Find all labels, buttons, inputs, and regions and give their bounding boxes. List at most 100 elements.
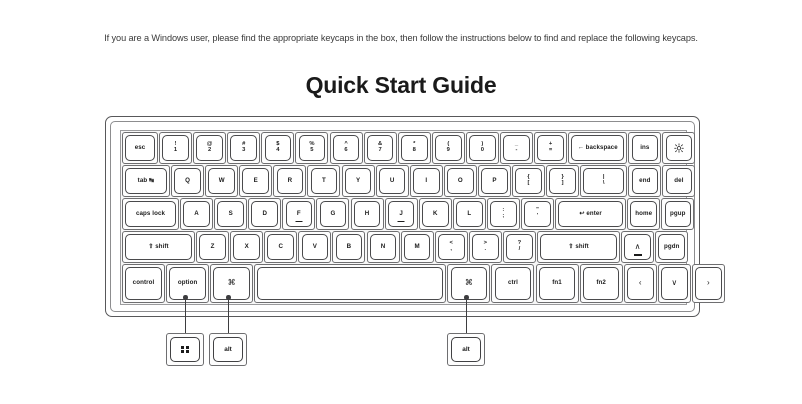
key-control[interactable]: control: [122, 264, 165, 303]
key-3[interactable]: # 3: [227, 132, 261, 164]
key-legend: ↩ enter: [579, 209, 602, 217]
key-shift-right[interactable]: ⇧ shift: [537, 231, 621, 263]
key-cap: [276, 168, 304, 194]
key-legend: J: [399, 209, 403, 217]
key-v[interactable]: V: [298, 231, 332, 263]
key-l[interactable]: L: [452, 198, 486, 230]
key-ins[interactable]: ins: [628, 132, 662, 164]
key-u[interactable]: U: [375, 165, 409, 197]
key-f[interactable]: F: [282, 198, 316, 230]
key-z[interactable]: Z: [196, 231, 230, 263]
key-end[interactable]: end: [628, 165, 662, 197]
key-legend: R: [287, 176, 293, 184]
key-legend: " ': [536, 207, 539, 219]
key-q[interactable]: Q: [171, 165, 205, 197]
key-0[interactable]: ) 0: [465, 132, 499, 164]
key-x[interactable]: X: [230, 231, 264, 263]
windows-keycap[interactable]: [166, 333, 204, 366]
key-cap: [125, 135, 155, 161]
key-backslash[interactable]: | \: [580, 165, 628, 197]
key-caps-lock[interactable]: caps lock: [122, 198, 179, 230]
key-command-left[interactable]: ⌘: [210, 264, 254, 303]
key-tab[interactable]: tab ↹: [122, 165, 170, 197]
key-del[interactable]: del: [662, 165, 696, 197]
key-equal[interactable]: + =: [534, 132, 568, 164]
key-legend: } ]: [561, 174, 564, 186]
key-enter[interactable]: ↩ enter: [555, 198, 627, 230]
key-legend: ( 9: [446, 141, 450, 153]
key-quote[interactable]: " ': [521, 198, 555, 230]
key-ctrl[interactable]: ctrl: [491, 264, 535, 303]
key-k[interactable]: K: [418, 198, 452, 230]
key-n[interactable]: N: [366, 231, 400, 263]
key-d[interactable]: D: [248, 198, 282, 230]
alt-keycap-left[interactable]: alt: [209, 333, 247, 366]
key-s[interactable]: S: [214, 198, 248, 230]
key-shift-left[interactable]: ⇧ shift: [122, 231, 195, 263]
key-cap: [537, 135, 564, 161]
key-legend: ctrl: [507, 279, 518, 287]
key-6[interactable]: ^ 6: [329, 132, 363, 164]
key-arrow-right[interactable]: ›: [691, 264, 725, 303]
alt-keycap-right[interactable]: alt: [447, 333, 485, 366]
key-e[interactable]: E: [239, 165, 273, 197]
key-legend: ∨: [671, 278, 678, 288]
key-cap: [571, 135, 625, 161]
key-legend: G: [330, 209, 336, 217]
key-b[interactable]: B: [332, 231, 366, 263]
key-cap: [213, 267, 250, 300]
key-legend: ? /: [517, 240, 522, 252]
key-minus[interactable]: _ -: [500, 132, 534, 164]
key-bracket-left[interactable]: { [: [512, 165, 546, 197]
key-legend: ⇧ shift: [148, 242, 169, 250]
key-8[interactable]: * 8: [397, 132, 431, 164]
key-c[interactable]: C: [264, 231, 298, 263]
key-cap: [624, 234, 651, 260]
key-g[interactable]: G: [316, 198, 350, 230]
key-legend: H: [364, 209, 370, 217]
key-space[interactable]: [254, 264, 447, 303]
key-period[interactable]: > .: [468, 231, 502, 263]
key-9[interactable]: ( 9: [431, 132, 465, 164]
key-command-right[interactable]: ⌘: [447, 264, 491, 303]
key-j[interactable]: J: [384, 198, 418, 230]
key-t[interactable]: T: [307, 165, 341, 197]
key-5[interactable]: % 5: [295, 132, 329, 164]
key-m[interactable]: M: [400, 231, 434, 263]
key-2[interactable]: @ 2: [193, 132, 227, 164]
key-7[interactable]: & 7: [363, 132, 397, 164]
page-title: Quick Start Guide: [305, 72, 497, 98]
key-p[interactable]: P: [477, 165, 511, 197]
key-slash[interactable]: ? /: [502, 231, 536, 263]
key-o[interactable]: O: [443, 165, 477, 197]
key-cap: [664, 201, 692, 227]
key-backspace[interactable]: ← backspace: [568, 132, 628, 164]
key-arrow-left[interactable]: ‹: [623, 264, 657, 303]
key-backlight[interactable]: [662, 132, 696, 164]
key-arrow-up[interactable]: ∧: [621, 231, 655, 263]
key-y[interactable]: Y: [341, 165, 375, 197]
key-h[interactable]: H: [350, 198, 384, 230]
key-home[interactable]: home: [627, 198, 661, 230]
key-legend: + =: [548, 141, 553, 153]
key-fn2[interactable]: fn2: [579, 264, 623, 303]
key-4[interactable]: $ 4: [261, 132, 295, 164]
key-fn1[interactable]: fn1: [535, 264, 579, 303]
key-esc[interactable]: esc: [122, 132, 158, 164]
key-a[interactable]: A: [180, 198, 214, 230]
key-cap: [630, 201, 658, 227]
key-w[interactable]: W: [205, 165, 239, 197]
key-pgdn[interactable]: pgdn: [655, 231, 689, 263]
key-1[interactable]: ! 1: [159, 132, 193, 164]
key-cap: [208, 168, 235, 194]
key-arrow-down[interactable]: ∨: [657, 264, 691, 303]
key-bracket-right[interactable]: } ]: [546, 165, 580, 197]
key-cap: [264, 135, 292, 161]
key-i[interactable]: I: [409, 165, 443, 197]
key-comma[interactable]: < ,: [434, 231, 468, 263]
key-legend: # 3: [242, 141, 246, 153]
key-pgup[interactable]: pgup: [661, 198, 695, 230]
key-r[interactable]: R: [273, 165, 307, 197]
key-legend: S: [228, 209, 233, 217]
key-semicolon[interactable]: : ;: [486, 198, 520, 230]
